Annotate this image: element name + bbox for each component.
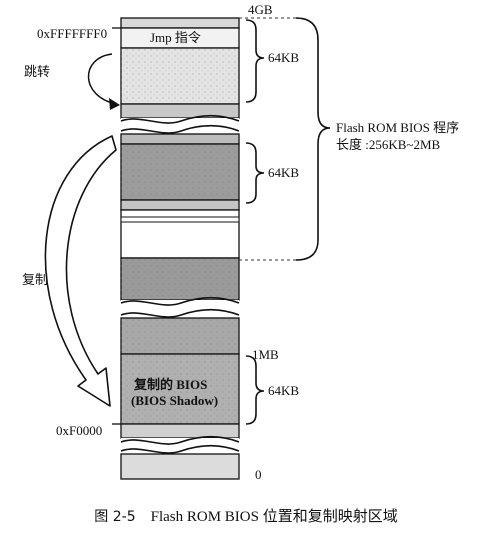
- label-jmp-instruction: Jmp 指令: [150, 31, 201, 46]
- caption-text: Flash ROM BIOS 位置和复制映射区域: [150, 509, 398, 525]
- label-addr-fffffff0: 0xFFFFFFF0: [37, 26, 108, 41]
- label-flash-rom-bios: Flash ROM BIOS 程序: [336, 120, 460, 135]
- label-bios-shadow: (BIOS Shadow): [131, 393, 219, 408]
- segment-band-3: [120, 199, 240, 211]
- brace-flash-rom: [295, 17, 331, 261]
- address-ticks: [112, 27, 121, 425]
- label-zero: 0: [255, 467, 262, 482]
- label-size-shadow: 64KB: [268, 383, 300, 398]
- break-wave-1: [120, 114, 240, 124]
- brace-mid-64kb: [245, 142, 265, 204]
- label-addr-f0000: 0xF0000: [56, 423, 103, 438]
- label-jump: 跳转: [24, 65, 51, 80]
- break-wave-3: [120, 435, 240, 445]
- break-wave-2: [120, 296, 240, 306]
- caption-figure-number: 图 2-5: [94, 509, 136, 525]
- size-braces: [245, 17, 331, 425]
- figure-caption: 图 2-5 Flash ROM BIOS 位置和复制映射区域: [0, 508, 492, 526]
- dashed-guides: [239, 17, 300, 261]
- jump-arrow: [87, 53, 120, 110]
- segment-top-cap: [120, 17, 240, 29]
- segment-low-band: [120, 423, 240, 439]
- label-1mb: 1MB: [252, 347, 279, 362]
- label-copy: 复制: [22, 273, 49, 288]
- label-shadow-bios: 复制的 BIOS: [134, 377, 208, 392]
- segment-bottom: [120, 453, 240, 480]
- brace-top-64kb: [245, 19, 265, 103]
- memory-column: [120, 17, 240, 480]
- label-size-top: 64KB: [268, 50, 300, 65]
- copy-arrow: [44, 135, 117, 407]
- label-size-mid: 64KB: [268, 165, 300, 180]
- segment-band-2: [120, 133, 240, 145]
- label-flash-length: 长度 :256KB~2MB: [336, 137, 441, 152]
- brace-shadow-64kb: [245, 355, 265, 425]
- jmp-text: Jmp 指令: [150, 30, 201, 45]
- label-4gb: 4GB: [248, 2, 273, 17]
